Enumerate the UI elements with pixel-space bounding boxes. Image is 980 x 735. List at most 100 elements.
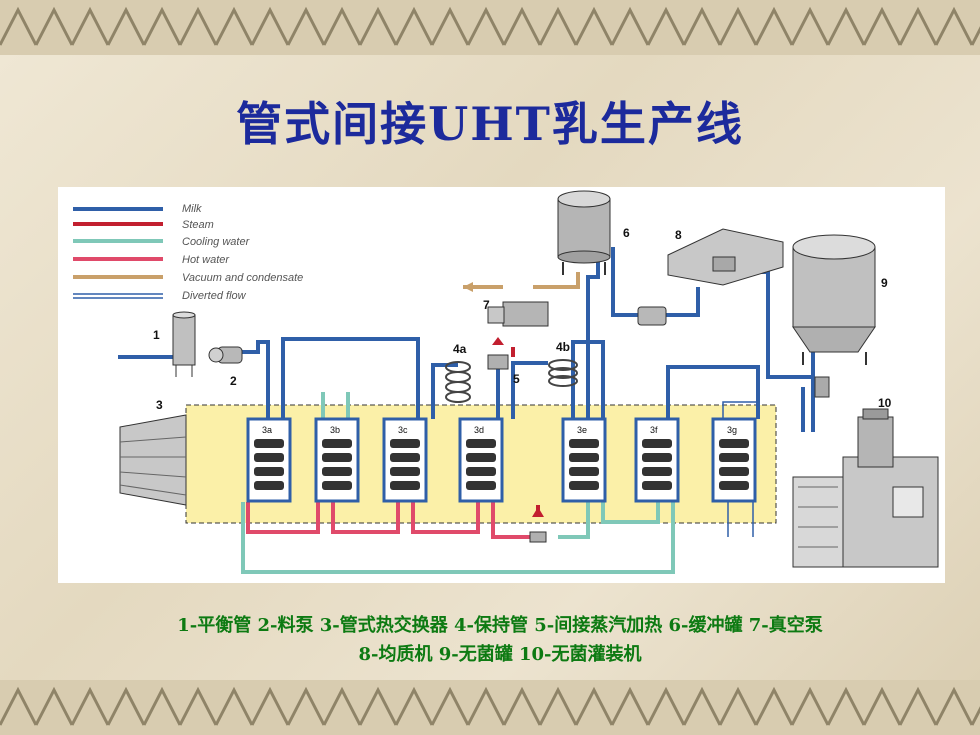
border-ornament	[214, 686, 254, 726]
steam-injection-heater	[487, 337, 509, 370]
border-ornament	[430, 6, 470, 46]
border-ornament	[574, 6, 614, 46]
feed-pump	[208, 346, 243, 364]
border-ornament	[646, 6, 686, 46]
heat-exchanger-sections: 3a 3b 3c 3d 3e 3f 3g	[246, 417, 757, 503]
label-8: 8	[675, 228, 682, 242]
border-ornament	[286, 686, 326, 726]
heat-exchanger-section-3d: 3d	[458, 417, 504, 503]
holding-tube-4a	[445, 361, 471, 403]
border-ornament	[898, 6, 938, 46]
border-ornament	[502, 6, 542, 46]
border-ornament	[286, 6, 326, 46]
border-ornament	[250, 6, 290, 46]
component-numbers: 1 2 3 4a 4b 5 6 7 8 9 10	[153, 226, 892, 412]
border-ornament	[610, 6, 650, 46]
border-ornament	[70, 6, 110, 46]
border-ornament	[790, 6, 830, 46]
border-ornament	[754, 6, 794, 46]
border-ornament	[214, 6, 254, 46]
border-ornament	[322, 686, 362, 726]
border-ornament	[970, 26, 980, 46]
border-ornament	[862, 6, 902, 46]
border-ornament	[0, 686, 38, 726]
aseptic-tank	[792, 234, 876, 398]
border-ornament	[934, 686, 974, 726]
border-ornament	[826, 686, 866, 726]
label-4a: 4a	[453, 342, 467, 356]
border-ornament	[178, 6, 218, 46]
border-ornament	[394, 6, 434, 46]
border-ornament	[358, 6, 398, 46]
border-ornament	[538, 6, 578, 46]
legend-label-hot: Hot water	[182, 254, 230, 266]
border-ornament	[0, 6, 38, 46]
border-ornament	[466, 686, 506, 726]
heat-exchanger-section-3c: 3c	[382, 417, 428, 503]
label-9: 9	[881, 276, 888, 290]
border-ornament	[682, 6, 722, 46]
exchanger-label-3b: 3b	[330, 425, 340, 435]
uht-process-diagram: Milk Steam Cooling water Hot water Vacuu…	[58, 187, 945, 583]
label-5: 5	[513, 372, 520, 386]
legend-label-steam: Steam	[182, 219, 214, 231]
top-decorative-border	[0, 0, 980, 55]
exchanger-label-3d: 3d	[474, 425, 484, 435]
tubular-heat-exchanger-bundle	[119, 414, 187, 506]
border-ornament	[502, 686, 542, 726]
legend-label-vacuum: Vacuum and condensate	[182, 272, 303, 284]
border-ornament	[790, 686, 830, 726]
border-ornament	[682, 686, 722, 726]
label-1: 1	[153, 328, 160, 342]
vacuum-pump	[463, 282, 549, 327]
border-ornament	[934, 6, 974, 46]
border-ornament	[322, 6, 362, 46]
label-2: 2	[230, 374, 237, 388]
label-6: 6	[623, 226, 630, 240]
border-ornament	[610, 686, 650, 726]
buffer-tank	[557, 190, 611, 275]
border-ornament	[970, 706, 980, 726]
border-ornament	[430, 686, 470, 726]
border-ornament	[574, 686, 614, 726]
border-ornament	[250, 686, 290, 726]
homogenizer	[667, 228, 784, 286]
border-ornament	[718, 686, 758, 726]
border-ornament	[646, 686, 686, 726]
label-3: 3	[156, 398, 163, 412]
border-ornament	[538, 686, 578, 726]
border-ornament	[142, 6, 182, 46]
homogenizer-pump	[637, 306, 667, 326]
steam-valve	[529, 507, 547, 543]
heat-exchanger-section-3g: 3g	[711, 417, 757, 503]
label-10: 10	[878, 396, 892, 410]
border-ornament	[142, 686, 182, 726]
border-ornament	[70, 686, 110, 726]
caption-line-2: 8-均质机 9-无菌罐 10-无菌灌装机	[358, 644, 642, 665]
heat-exchanger-section-3e: 3e	[561, 417, 607, 503]
heat-exchanger-section-3b: 3b	[314, 417, 360, 503]
border-ornament	[178, 686, 218, 726]
bottom-decorative-border	[0, 680, 980, 735]
border-ornament	[466, 6, 506, 46]
border-ornament	[34, 686, 74, 726]
legend-label-cooling: Cooling water	[182, 236, 251, 248]
border-ornament	[358, 686, 398, 726]
border-ornament	[898, 686, 938, 726]
slide-title: 管式间接UHT乳生产线	[236, 97, 744, 151]
exchanger-label-3f: 3f	[650, 425, 658, 435]
border-ornament	[106, 6, 146, 46]
pipe-network	[118, 247, 815, 574]
border-ornament	[718, 6, 758, 46]
border-ornament	[862, 686, 902, 726]
label-7: 7	[483, 298, 490, 312]
border-ornament	[754, 686, 794, 726]
legend: Milk Steam Cooling water Hot water Vacuu…	[73, 203, 303, 302]
heat-exchanger-section-3f: 3f	[634, 417, 680, 503]
exchanger-label-3c: 3c	[398, 425, 408, 435]
caption-line-1: 1-平衡管 2-料泵 3-管式热交换器 4-保持管 5-间接蒸汽加热 6-缓冲罐…	[177, 615, 823, 636]
exchanger-label-3e: 3e	[577, 425, 587, 435]
legend-label-diverted: Diverted flow	[182, 290, 247, 302]
exchanger-label-3a: 3a	[262, 425, 272, 435]
border-ornament	[826, 6, 866, 46]
